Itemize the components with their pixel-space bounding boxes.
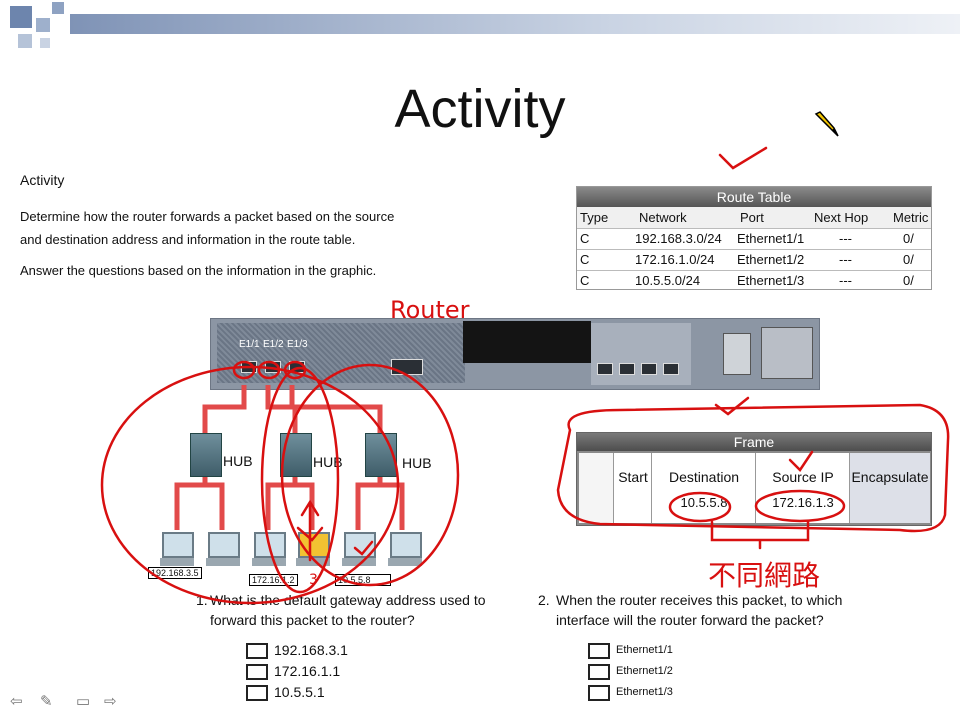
- different-network-annotation: 不同網路: [708, 559, 821, 592]
- frame-source-ip-value: 172.16.1.3: [772, 495, 834, 510]
- frame-column-start: Start: [613, 453, 652, 523]
- route-table-header: Type Network Port Next Hop Metric: [577, 207, 931, 229]
- hub-device[interactable]: [365, 433, 397, 477]
- pencil-icon: [814, 111, 839, 137]
- cell-network: 172.16.1.0/24: [635, 252, 715, 267]
- question-1-line-2: forward this packet to the router?: [210, 612, 415, 628]
- q2-option-label: Ethernet1/3: [616, 686, 673, 698]
- slide-title: Activity: [394, 79, 566, 139]
- port-label-e1-1: E1/1: [239, 339, 260, 350]
- hub-label: HUB: [402, 455, 432, 471]
- cell-type: C: [580, 231, 590, 246]
- table-row: C 192.168.3.0/24 Ethernet1/1 --- 0/: [577, 228, 931, 250]
- question-2-line-2: interface will the router forward the pa…: [556, 612, 824, 628]
- question-1-number: 1.: [196, 592, 208, 608]
- q2-option-label: Ethernet1/1: [616, 644, 673, 656]
- q2-option-checkbox[interactable]: [588, 643, 610, 659]
- port-label-e1-3: E1/3: [287, 339, 308, 350]
- q1-option-checkbox[interactable]: [246, 664, 268, 680]
- column-header: Metric: [893, 210, 929, 225]
- column-header: Type: [580, 210, 609, 225]
- prev-arrow-icon[interactable]: ⇦: [10, 693, 23, 710]
- cell-type: C: [580, 252, 590, 267]
- port-label-e1-2: E1/2: [263, 339, 284, 350]
- pen-icon[interactable]: ✎: [40, 693, 53, 710]
- q1-option-label: 172.16.1.1: [274, 663, 341, 679]
- frame-panel: Frame Start Destination 10.5.5.8 Source …: [576, 432, 932, 526]
- hub-device[interactable]: [190, 433, 222, 477]
- cell-next-hop: ---: [839, 231, 852, 246]
- frame-title: Frame: [577, 433, 931, 451]
- table-row: C 10.5.5.0/24 Ethernet1/3 --- 0/: [577, 270, 931, 291]
- cell-type: C: [580, 273, 590, 288]
- question-1-line-1: What is the default gateway address used…: [210, 592, 486, 608]
- menu-icon[interactable]: ▭: [76, 693, 91, 710]
- cell-next-hop: ---: [839, 273, 852, 288]
- hub-label: HUB: [223, 453, 253, 469]
- column-header: Next Hop: [814, 210, 869, 225]
- router-annotation: Router: [390, 296, 470, 324]
- power-switch[interactable]: [723, 333, 751, 375]
- q2-option-checkbox[interactable]: [588, 685, 610, 701]
- pc-icon[interactable]: [208, 532, 240, 558]
- frame-column-destination: Destination 10.5.5.8: [651, 453, 756, 523]
- pc-number-annotation: 3: [309, 572, 318, 588]
- column-header: Network: [639, 210, 687, 225]
- q2-option-label: Ethernet1/2: [616, 665, 673, 677]
- next-arrow-icon[interactable]: ⇨: [104, 693, 117, 710]
- frame-header-encapsulate: Encapsulate: [851, 469, 929, 485]
- frame-column-encapsulate: Encapsulate: [849, 453, 930, 523]
- cell-network: 192.168.3.0/24: [635, 231, 722, 246]
- cell-port: Ethernet1/3: [737, 273, 805, 288]
- q1-option-label: 192.168.3.1: [274, 642, 348, 658]
- pc-icon[interactable]: [390, 532, 422, 558]
- cell-port: Ethernet1/2: [737, 252, 805, 267]
- cell-network: 10.5.5.0/24: [635, 273, 701, 288]
- frame-header-start: Start: [618, 469, 648, 485]
- route-table: Route Table Type Network Port Next Hop M…: [576, 186, 932, 290]
- frame-destination-value: 10.5.5.8: [680, 495, 728, 510]
- route-table-title: Route Table: [577, 187, 931, 207]
- frame-column-source-ip: Source IP 172.16.1.3: [755, 453, 850, 523]
- cell-metric: 0/: [903, 231, 914, 246]
- frame-header-destination: Destination: [668, 469, 740, 485]
- q1-option-label: 10.5.5.1: [274, 684, 325, 700]
- power-supply: [761, 327, 813, 379]
- header-decoration-bar: [70, 14, 960, 34]
- pc-ip-label: 192.168.3.5: [148, 567, 202, 579]
- frame-body: Start Destination 10.5.5.8 Source IP 172…: [579, 453, 930, 523]
- question-2-number: 2.: [538, 592, 550, 608]
- cell-port: Ethernet1/1: [737, 231, 805, 246]
- router-slot: [463, 321, 591, 363]
- router-module-panel: [591, 323, 691, 385]
- instruction-line-3: Answer the questions based on the inform…: [20, 263, 377, 278]
- pc-icon[interactable]: [162, 532, 194, 558]
- table-row: C 172.16.1.0/24 Ethernet1/2 --- 0/: [577, 249, 931, 271]
- q1-option-checkbox[interactable]: [246, 685, 268, 701]
- instruction-line-1: Determine how the router forwards a pack…: [20, 209, 395, 224]
- activity-heading: Activity: [20, 172, 65, 188]
- q1-option-checkbox[interactable]: [246, 643, 268, 659]
- instruction-line-2: and destination address and information …: [20, 232, 356, 247]
- question-2-line-1: When the router receives this packet, to…: [556, 592, 843, 608]
- hub-label: HUB: [313, 454, 343, 470]
- frame-header-source-ip: Source IP: [772, 469, 834, 485]
- q2-option-checkbox[interactable]: [588, 664, 610, 680]
- router-device: E1/1 E1/2 E1/3: [210, 318, 820, 390]
- column-header: Port: [740, 210, 764, 225]
- cell-metric: 0/: [903, 252, 914, 267]
- cell-next-hop: ---: [839, 252, 852, 267]
- cell-metric: 0/: [903, 273, 914, 288]
